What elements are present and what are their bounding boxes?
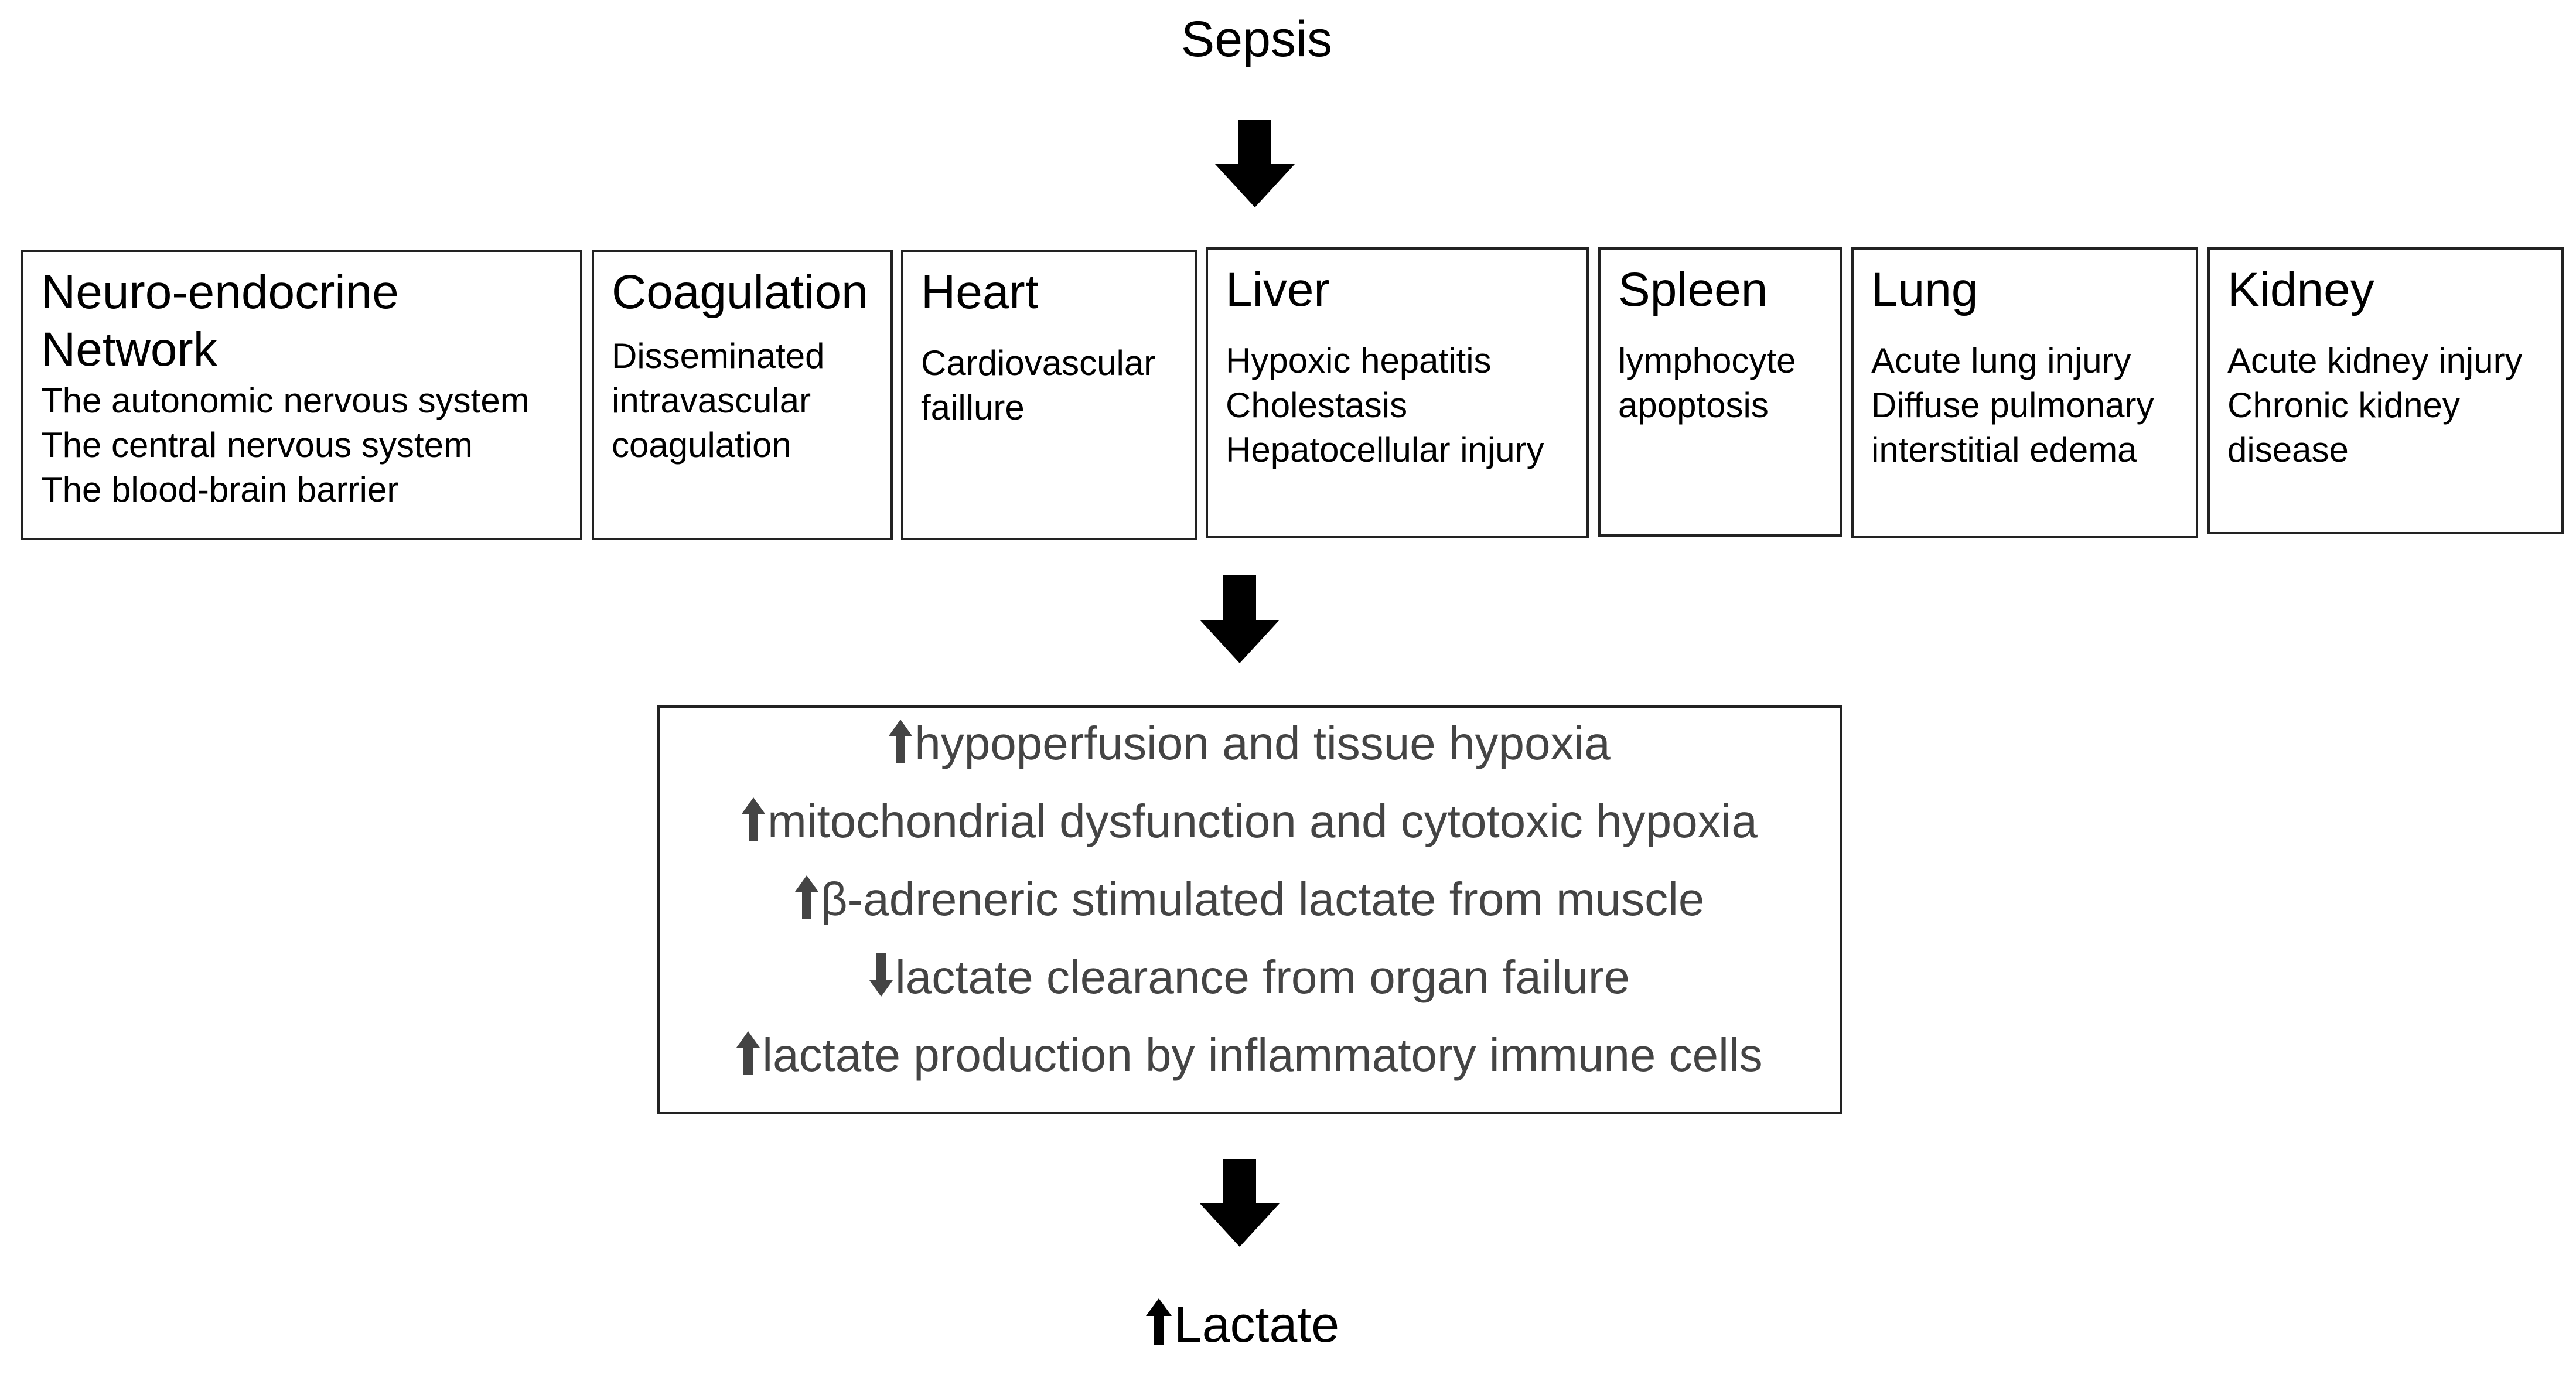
organ-item: intravascular xyxy=(612,381,811,420)
organ-box-lung: Lung Acute lung injury Diffuse pulmonary… xyxy=(1851,247,2198,538)
lactate-result: Lactate xyxy=(0,1298,2485,1350)
arrow-down-icon xyxy=(1215,120,1295,207)
organ-item: The central nervous system xyxy=(41,425,473,465)
organ-title: Coagulation xyxy=(612,265,868,319)
mechanism-line: lactate clearance from organ failure xyxy=(660,953,1840,1001)
mechanism-text: lactate production by inflammatory immun… xyxy=(762,1029,1763,1081)
organ-title: Liver xyxy=(1226,263,1330,316)
mechanism-line: β-adreneric stimulated lactate from musc… xyxy=(660,875,1840,923)
mechanism-text: hypoperfusion and tissue hypoxia xyxy=(915,717,1611,769)
organ-item: Chronic kidney xyxy=(2227,386,2460,425)
organ-item: Hypoxic hepatitis xyxy=(1226,341,1492,380)
mechanism-text: mitochondrial dysfunction and cytotoxic … xyxy=(767,795,1758,847)
mechanism-line: hypoperfusion and tissue hypoxia xyxy=(660,720,1840,767)
organ-box-liver: Liver Hypoxic hepatitis Cholestasis Hepa… xyxy=(1206,247,1589,538)
organ-item: The autonomic nervous system xyxy=(41,381,530,420)
organ-item: Cardiovascular xyxy=(921,343,1156,383)
organ-box-coagulation: Coagulation Disseminated intravascular c… xyxy=(592,250,893,540)
lactate-label: Lactate xyxy=(1173,1297,1340,1353)
mechanisms-box: hypoperfusion and tissue hypoxia mitocho… xyxy=(657,705,1842,1114)
organ-item: Cholestasis xyxy=(1226,386,1408,425)
down-arrow-icon xyxy=(869,953,893,997)
organ-item: faillure xyxy=(921,388,1025,427)
mechanism-line: lactate production by inflammatory immun… xyxy=(660,1031,1840,1079)
up-arrow-icon xyxy=(736,1031,760,1075)
organ-item: interstitial edema xyxy=(1871,430,2137,469)
organ-box-heart: Heart Cardiovascular faillure xyxy=(901,250,1197,540)
organ-title: Heart xyxy=(921,265,1039,319)
arrow-down-icon xyxy=(1200,575,1280,663)
organ-item: Disseminated xyxy=(612,336,825,376)
mechanism-text: lactate clearance from organ failure xyxy=(895,951,1630,1003)
organ-item: apoptosis xyxy=(1618,386,1769,425)
organ-item: The blood-brain barrier xyxy=(41,470,399,509)
organ-item: Diffuse pulmonary xyxy=(1871,386,2154,425)
organ-item: lymphocyte xyxy=(1618,341,1796,380)
up-arrow-icon xyxy=(1145,1298,1172,1345)
up-arrow-icon xyxy=(742,797,766,841)
organ-box-spleen: Spleen lymphocyte apoptosis xyxy=(1598,247,1842,537)
organ-title: Lung xyxy=(1871,263,1978,316)
mechanism-line: mitochondrial dysfunction and cytotoxic … xyxy=(660,797,1840,845)
organ-item: Hepatocellular injury xyxy=(1226,430,1544,469)
organ-title: Neuro-endocrine Network xyxy=(41,265,399,376)
sepsis-label: Sepsis xyxy=(1180,11,1333,67)
organ-title: Kidney xyxy=(2227,263,2374,316)
arrow-down-icon xyxy=(1200,1159,1280,1247)
up-arrow-icon xyxy=(794,875,818,919)
mechanism-text: β-adreneric stimulated lactate from musc… xyxy=(820,873,1705,925)
organ-item: Acute kidney injury xyxy=(2227,341,2523,380)
organ-title: Spleen xyxy=(1618,263,1768,316)
up-arrow-icon xyxy=(889,720,913,763)
organ-item: Acute lung injury xyxy=(1871,341,2131,380)
organ-box-kidney: Kidney Acute kidney injury Chronic kidne… xyxy=(2207,247,2564,534)
organ-item: disease xyxy=(2227,430,2349,469)
organ-item: coagulation xyxy=(612,425,791,465)
organ-box-neuro-endocrine: Neuro-endocrine Network The autonomic ne… xyxy=(21,250,582,540)
